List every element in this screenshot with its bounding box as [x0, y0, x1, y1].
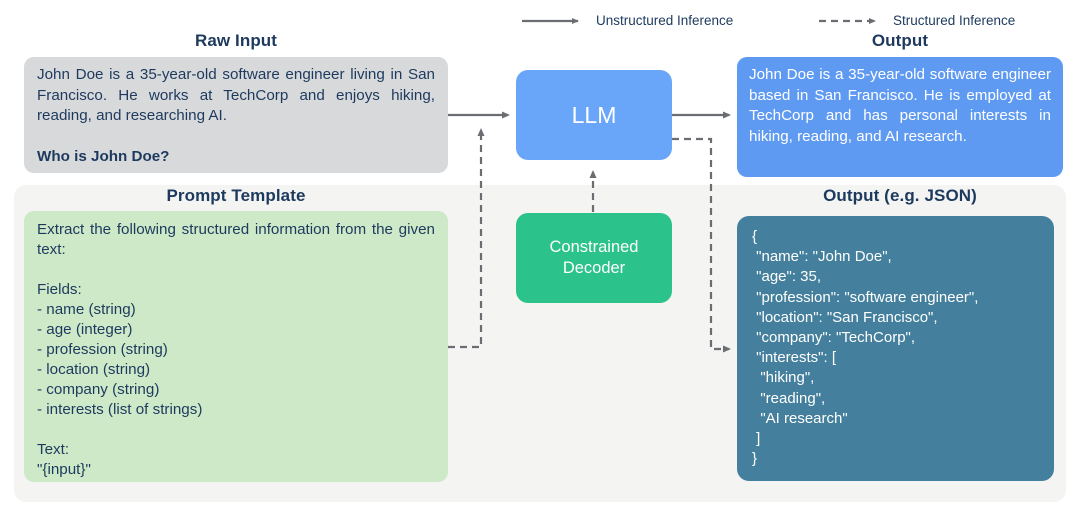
output-json-text: { "name": "John Doe", "age": 35, "profes…	[752, 228, 979, 468]
prompt-fields-label: Fields:	[37, 281, 82, 298]
prompt-intro: Extract the following structured informa…	[37, 221, 435, 258]
raw-input-box: John Doe is a 35-year-old software engin…	[24, 57, 448, 173]
legend-structured-label: Structured Inference	[893, 13, 1016, 28]
solid-arrow-icon	[522, 17, 579, 24]
llm-node: LLM	[516, 70, 672, 160]
llm-label: LLM	[571, 101, 617, 128]
prompt-template-title: Prompt Template	[166, 186, 306, 205]
output-box: John Doe is a 35-year-old software engin…	[737, 57, 1063, 177]
output-json-title: Output (e.g. JSON)	[823, 186, 977, 205]
raw-input-question: Who is John Doe?	[37, 147, 170, 165]
output-json-box: { "name": "John Doe", "age": 35, "profes…	[737, 216, 1054, 481]
raw-input-title: Raw Input	[194, 31, 278, 50]
prompt-text-label: Text:	[37, 441, 70, 458]
constrained-decoder-label: Constrained Decoder	[549, 237, 639, 277]
legend-unstructured: Unstructured Inference	[521, 13, 733, 28]
prompt-template-box: Extract the following structured informa…	[24, 211, 448, 482]
prompt-fields-list: - name (string) - age (integer) - profes…	[37, 301, 203, 418]
output-title: Output	[871, 31, 929, 50]
prompt-input-placeholder: "{input}"	[37, 461, 91, 478]
output-text: John Doe is a 35-year-old software engin…	[749, 66, 1051, 145]
raw-input-text: John Doe is a 35-year-old software engin…	[37, 66, 435, 124]
legend-structured: Structured Inference	[818, 13, 1015, 28]
dashed-arrow-icon	[819, 17, 876, 24]
constrained-decoder-node: Constrained Decoder	[516, 213, 672, 303]
legend-unstructured-label: Unstructured Inference	[596, 13, 734, 28]
